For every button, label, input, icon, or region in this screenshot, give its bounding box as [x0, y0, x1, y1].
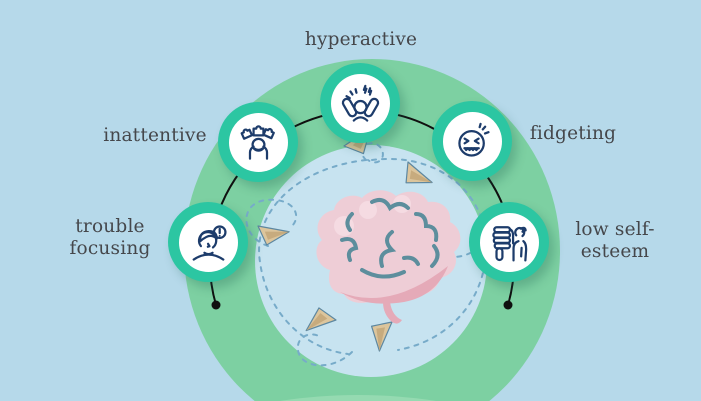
- node-fidgeting: [432, 101, 512, 181]
- node-low-self-esteem-circle: [479, 212, 539, 272]
- thumbs-down-person-icon: [491, 225, 527, 262]
- paper-plane-icon: [405, 161, 433, 184]
- label-fidgeting: fidgeting: [529, 123, 617, 144]
- gritted-teeth-face-icon: [457, 122, 490, 157]
- stressed-person-icon: [341, 84, 379, 122]
- light-green-bottom-arc: [280, 395, 436, 401]
- node-inattentive-circle: [228, 112, 288, 172]
- brain-illustration: [316, 190, 461, 324]
- paper-plane-icon: [370, 321, 393, 352]
- node-trouble-focusing-circle: [178, 212, 238, 272]
- label-hyperactive: hyperactive: [304, 29, 418, 50]
- node-fidgeting-circle: [442, 111, 502, 171]
- node-inattentive: [218, 102, 298, 182]
- paper-plane-icon: [305, 307, 337, 332]
- node-hyperactive: [320, 63, 400, 143]
- node-hyperactive-circle: [330, 73, 390, 133]
- label-inattentive: inattentive: [103, 125, 207, 146]
- label-trouble-focusing: trouble focusing: [69, 216, 151, 259]
- arc-end-dot-right: [503, 300, 513, 310]
- node-trouble-focusing: [168, 202, 248, 282]
- label-low-self-esteem: low self-esteem: [575, 219, 655, 262]
- worried-person-exclamation-icon: [192, 224, 227, 261]
- paper-plane-icon: [257, 225, 290, 246]
- arc-end-dot-left: [211, 300, 221, 310]
- node-low-self-esteem: [469, 202, 549, 282]
- puzzle-pieces-head-icon: [240, 124, 275, 160]
